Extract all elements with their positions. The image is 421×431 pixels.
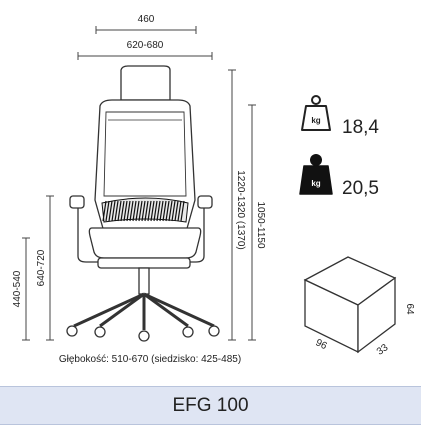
chair-illustration — [66, 65, 220, 342]
castor — [182, 326, 194, 338]
castor — [94, 326, 106, 338]
left-armrest-pad — [69, 195, 85, 209]
net-weight-value: 18,4 — [342, 117, 379, 138]
lumbar-support — [101, 197, 189, 223]
dimension-lines — [22, 26, 256, 341]
headrest — [120, 65, 171, 101]
seat-mechanism — [97, 257, 191, 269]
gas-lift — [138, 267, 150, 295]
dim-seat-width: 620-680 — [127, 40, 164, 51]
package-height: 64 — [404, 303, 415, 315]
package-width: 33 — [375, 342, 391, 358]
right-armrest-post — [182, 208, 205, 263]
kg-weight-filled-icon: kg — [299, 154, 333, 195]
footer-bar: EFG 100 — [0, 386, 421, 425]
dim-frame-height: 1050-1150 — [255, 201, 266, 249]
backrest — [94, 99, 196, 233]
depth-caption: Głębokość: 510-670 (siedzisko: 425-485) — [58, 354, 242, 365]
castor — [138, 330, 150, 342]
package-length: 96 — [314, 337, 329, 352]
dim-armrest-height: 640-720 — [36, 249, 47, 286]
gross-weight-value: 20,5 — [342, 178, 379, 199]
backrest-inner — [103, 111, 187, 197]
dim-total-height: 1220-1320 (1370) — [235, 170, 246, 250]
box-icon — [303, 256, 397, 354]
gross-weight-unit: kg — [311, 179, 320, 188]
model-name: EFG 100 — [172, 395, 249, 416]
net-weight-unit: kg — [311, 116, 320, 125]
castor — [208, 325, 220, 337]
seat — [88, 227, 202, 259]
right-armrest-pad — [197, 195, 213, 209]
dim-top-width: 460 — [138, 14, 155, 25]
kg-weight-outline-icon: kg — [301, 95, 331, 131]
dim-seat-height: 440-540 — [12, 270, 23, 307]
left-armrest-post — [77, 208, 104, 263]
castor — [66, 325, 78, 337]
